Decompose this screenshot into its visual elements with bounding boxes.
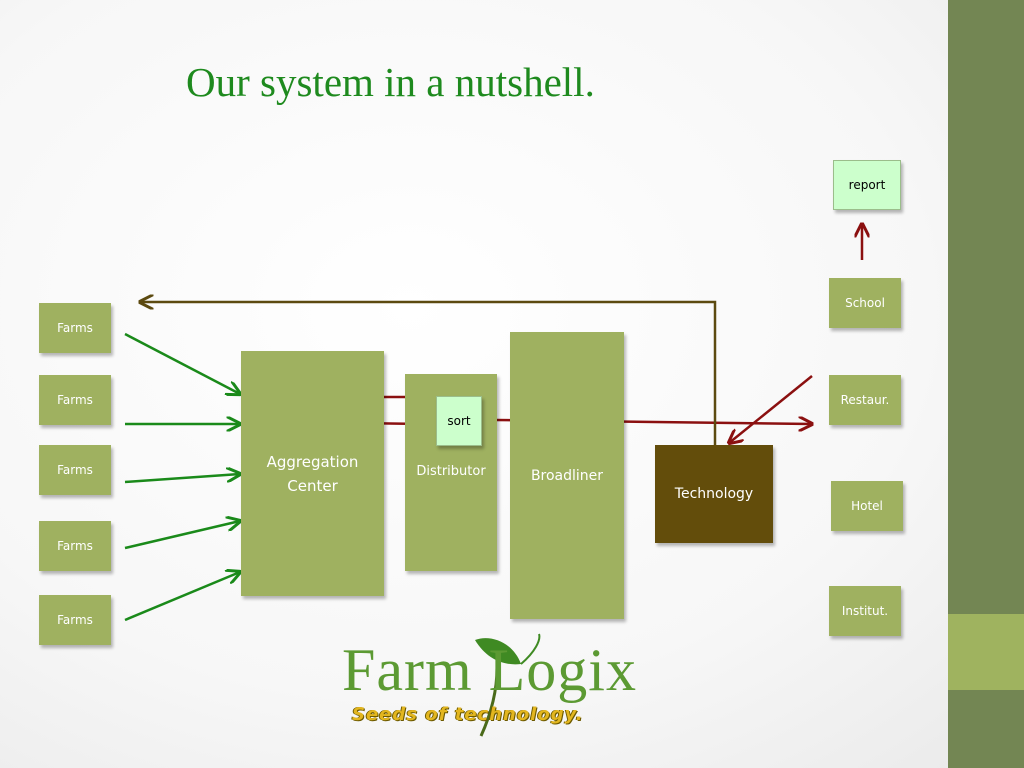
farm-arrow (124, 521, 240, 550)
school-box: School (829, 278, 901, 328)
broadliner-box: Broadliner (510, 332, 624, 619)
farmlogix-logo: Farm Logix Seeds of technology. (340, 630, 636, 740)
farms-box-5: Farms (39, 595, 111, 645)
institution-box: Institut. (829, 586, 901, 636)
hotel-box: Hotel (831, 481, 903, 531)
farms-box-2: Farms (39, 375, 111, 425)
restaurant-to-technology-arrow (729, 375, 813, 443)
report-box: report (833, 160, 901, 210)
logo-wordmark: Farm Logix (342, 637, 637, 703)
sidebar-accent-block (948, 614, 1024, 690)
broadliner-label: Broadliner (530, 468, 604, 484)
technology-to-farms-arrow (140, 302, 717, 446)
slide-title: Our system in a nutshell. (186, 59, 595, 105)
restaurant-box: Restaur. (829, 375, 901, 425)
logo-tagline: Seeds of technology. (352, 704, 584, 725)
farms-box-4: Farms (39, 521, 111, 571)
sprout-icon (475, 633, 541, 737)
technology-box: Technology (655, 445, 773, 543)
farms-box-1: Farms (39, 303, 111, 353)
farm-arrow (124, 332, 240, 394)
farm-arrow (124, 572, 240, 622)
farms-box-3: Farms (39, 445, 111, 495)
aggregation-center-box: Aggregation Center (241, 351, 384, 596)
distributor-label: Distributor (416, 464, 486, 479)
farm-arrow (124, 474, 240, 484)
sort-box: sort (436, 396, 482, 446)
